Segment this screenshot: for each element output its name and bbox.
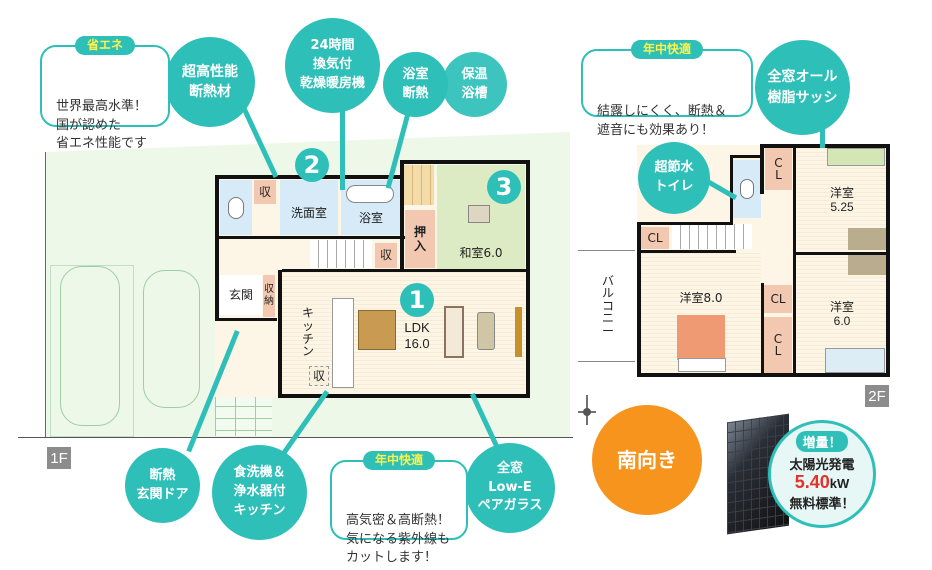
callout-text: 世界最高水準！ 国が認めた 省エネ性能です	[56, 98, 148, 152]
storage-1: 収	[254, 180, 276, 204]
stairs-1f	[404, 165, 434, 205]
wall	[886, 144, 890, 377]
solar-tag: 増量！	[796, 431, 848, 452]
toilet-1f	[220, 180, 252, 235]
stairs-hall	[310, 240, 372, 268]
marker-2: 2	[295, 148, 329, 182]
solar-unit: kW	[829, 476, 850, 491]
table-icon	[468, 205, 490, 223]
callout-comfort-top: 年中快適 結露しにくく、断熱＆ 遮音にも効果あり！	[581, 40, 753, 138]
feature-lowe-glass: 全窓 Low-E ペアガラス	[465, 443, 555, 533]
callout-tag: 年中快適	[630, 40, 704, 60]
room-size: 5.25	[830, 200, 854, 214]
room-size: 6.0	[833, 314, 851, 328]
compass-icon	[576, 395, 598, 425]
room-name: 洋室	[829, 185, 854, 200]
callout-comfort-bottom: 年中快適 高気密＆高断熱！ 気になる紫外線も カットします！	[330, 451, 468, 565]
wall	[637, 222, 641, 377]
wall	[760, 144, 764, 194]
entrance-storage: 収 納	[263, 275, 275, 317]
closet-top: C L	[765, 148, 792, 190]
kitchen-storage: 収	[309, 366, 329, 386]
feature-resin-sash: 全窓オール 樹脂サッシ	[755, 40, 850, 135]
bed-icon	[827, 148, 885, 166]
ldk-name: LDK	[404, 320, 430, 336]
closet-oshiire: 押 入	[405, 210, 435, 268]
wall	[278, 394, 530, 398]
wall	[215, 236, 405, 239]
closet-bottom: C L	[764, 317, 792, 373]
desk-icon	[848, 255, 886, 275]
wall	[637, 222, 732, 225]
closet-mid: CL	[764, 285, 792, 313]
wall	[526, 160, 530, 397]
feature-bath-insulation: 浴室 断熱	[383, 52, 448, 117]
pointer-tail	[820, 118, 825, 148]
solar-line3: 無料標準！	[789, 496, 855, 512]
wall	[730, 155, 762, 158]
toilet-icon	[228, 196, 244, 219]
feature-insulation: 超高性能 断熱材	[165, 37, 255, 127]
wall	[730, 155, 733, 225]
kitchen-counter	[332, 298, 354, 388]
balcony-label: バ ル コ ニ ー	[601, 273, 614, 338]
solar-badge: 増量！ 太陽光発電 5.40kW 無料標準！	[768, 420, 876, 528]
closet-left: CL	[641, 227, 669, 249]
balcony	[578, 250, 635, 362]
wall	[278, 270, 282, 398]
entrance-genkan: 玄関	[220, 275, 262, 315]
washroom: 洗面室	[280, 180, 338, 235]
feature-warm-tub: 保温 浴槽	[442, 52, 507, 117]
solar-value: 5.40	[794, 472, 830, 492]
wall	[215, 318, 277, 321]
car-icon	[60, 266, 120, 426]
solar-line1: 太陽光発電	[789, 458, 855, 473]
wall	[793, 144, 796, 373]
solar-capacity: 5.40kW	[771, 472, 873, 493]
kitchen-label: キ ッ チ ン	[301, 306, 314, 359]
wall	[400, 160, 530, 164]
callout-tag: 省エネ	[74, 36, 136, 56]
storage-hall: 収	[375, 243, 397, 268]
callout-text: 高気密＆高断熱！ 気になる紫外線も カットします！	[346, 512, 451, 566]
bed-icon	[678, 358, 726, 372]
wall	[400, 160, 404, 270]
bed-icon	[825, 348, 885, 373]
feature-entrance-door: 断熱 玄関ドア	[125, 448, 200, 523]
feature-water-toilet: 超節水 トイレ	[638, 142, 710, 214]
wall	[641, 250, 736, 253]
toilet-icon	[740, 179, 754, 199]
wall	[760, 144, 890, 148]
tv-stand-icon	[515, 307, 522, 357]
pointer-tail	[340, 110, 345, 190]
wall	[793, 252, 888, 255]
dining-table-icon	[358, 310, 396, 350]
stairs-2f	[672, 224, 752, 249]
desk-icon	[848, 228, 886, 250]
wall	[215, 175, 219, 320]
wall	[282, 269, 530, 272]
callout-energy: 省エネ 世界最高水準！ 国が認めた 省エネ性能です	[40, 36, 170, 151]
callout-tag: 年中快適	[362, 451, 436, 471]
ldk-label: LDK 16.0	[392, 318, 442, 354]
rug-icon	[677, 315, 725, 360]
room-name: 洋室	[829, 299, 854, 314]
parking-space	[50, 265, 134, 437]
south-facing-badge: 南向き	[592, 405, 702, 515]
toilet-2f	[733, 160, 761, 218]
callout-text: 結露しにくく、断熱＆ 遮音にも効果あり！	[597, 103, 727, 138]
marker-3: 3	[487, 170, 521, 204]
feature-kitchen: 食洗機＆ 浄水器付 キッチン	[212, 445, 307, 540]
floor-label-1f: 1F	[47, 447, 71, 469]
wall	[761, 283, 764, 375]
floor-label-2f: 2F	[865, 385, 889, 407]
ldk-size: 16.0	[404, 336, 430, 351]
feature-ventilation: 24時間 換気付 乾燥暖房機	[285, 18, 380, 113]
marker-1: 1	[400, 283, 434, 317]
sofa-icon	[444, 306, 464, 358]
low-table-icon	[477, 312, 495, 350]
wall	[637, 373, 890, 377]
car-icon	[143, 270, 200, 408]
bathtub-icon	[346, 185, 394, 203]
